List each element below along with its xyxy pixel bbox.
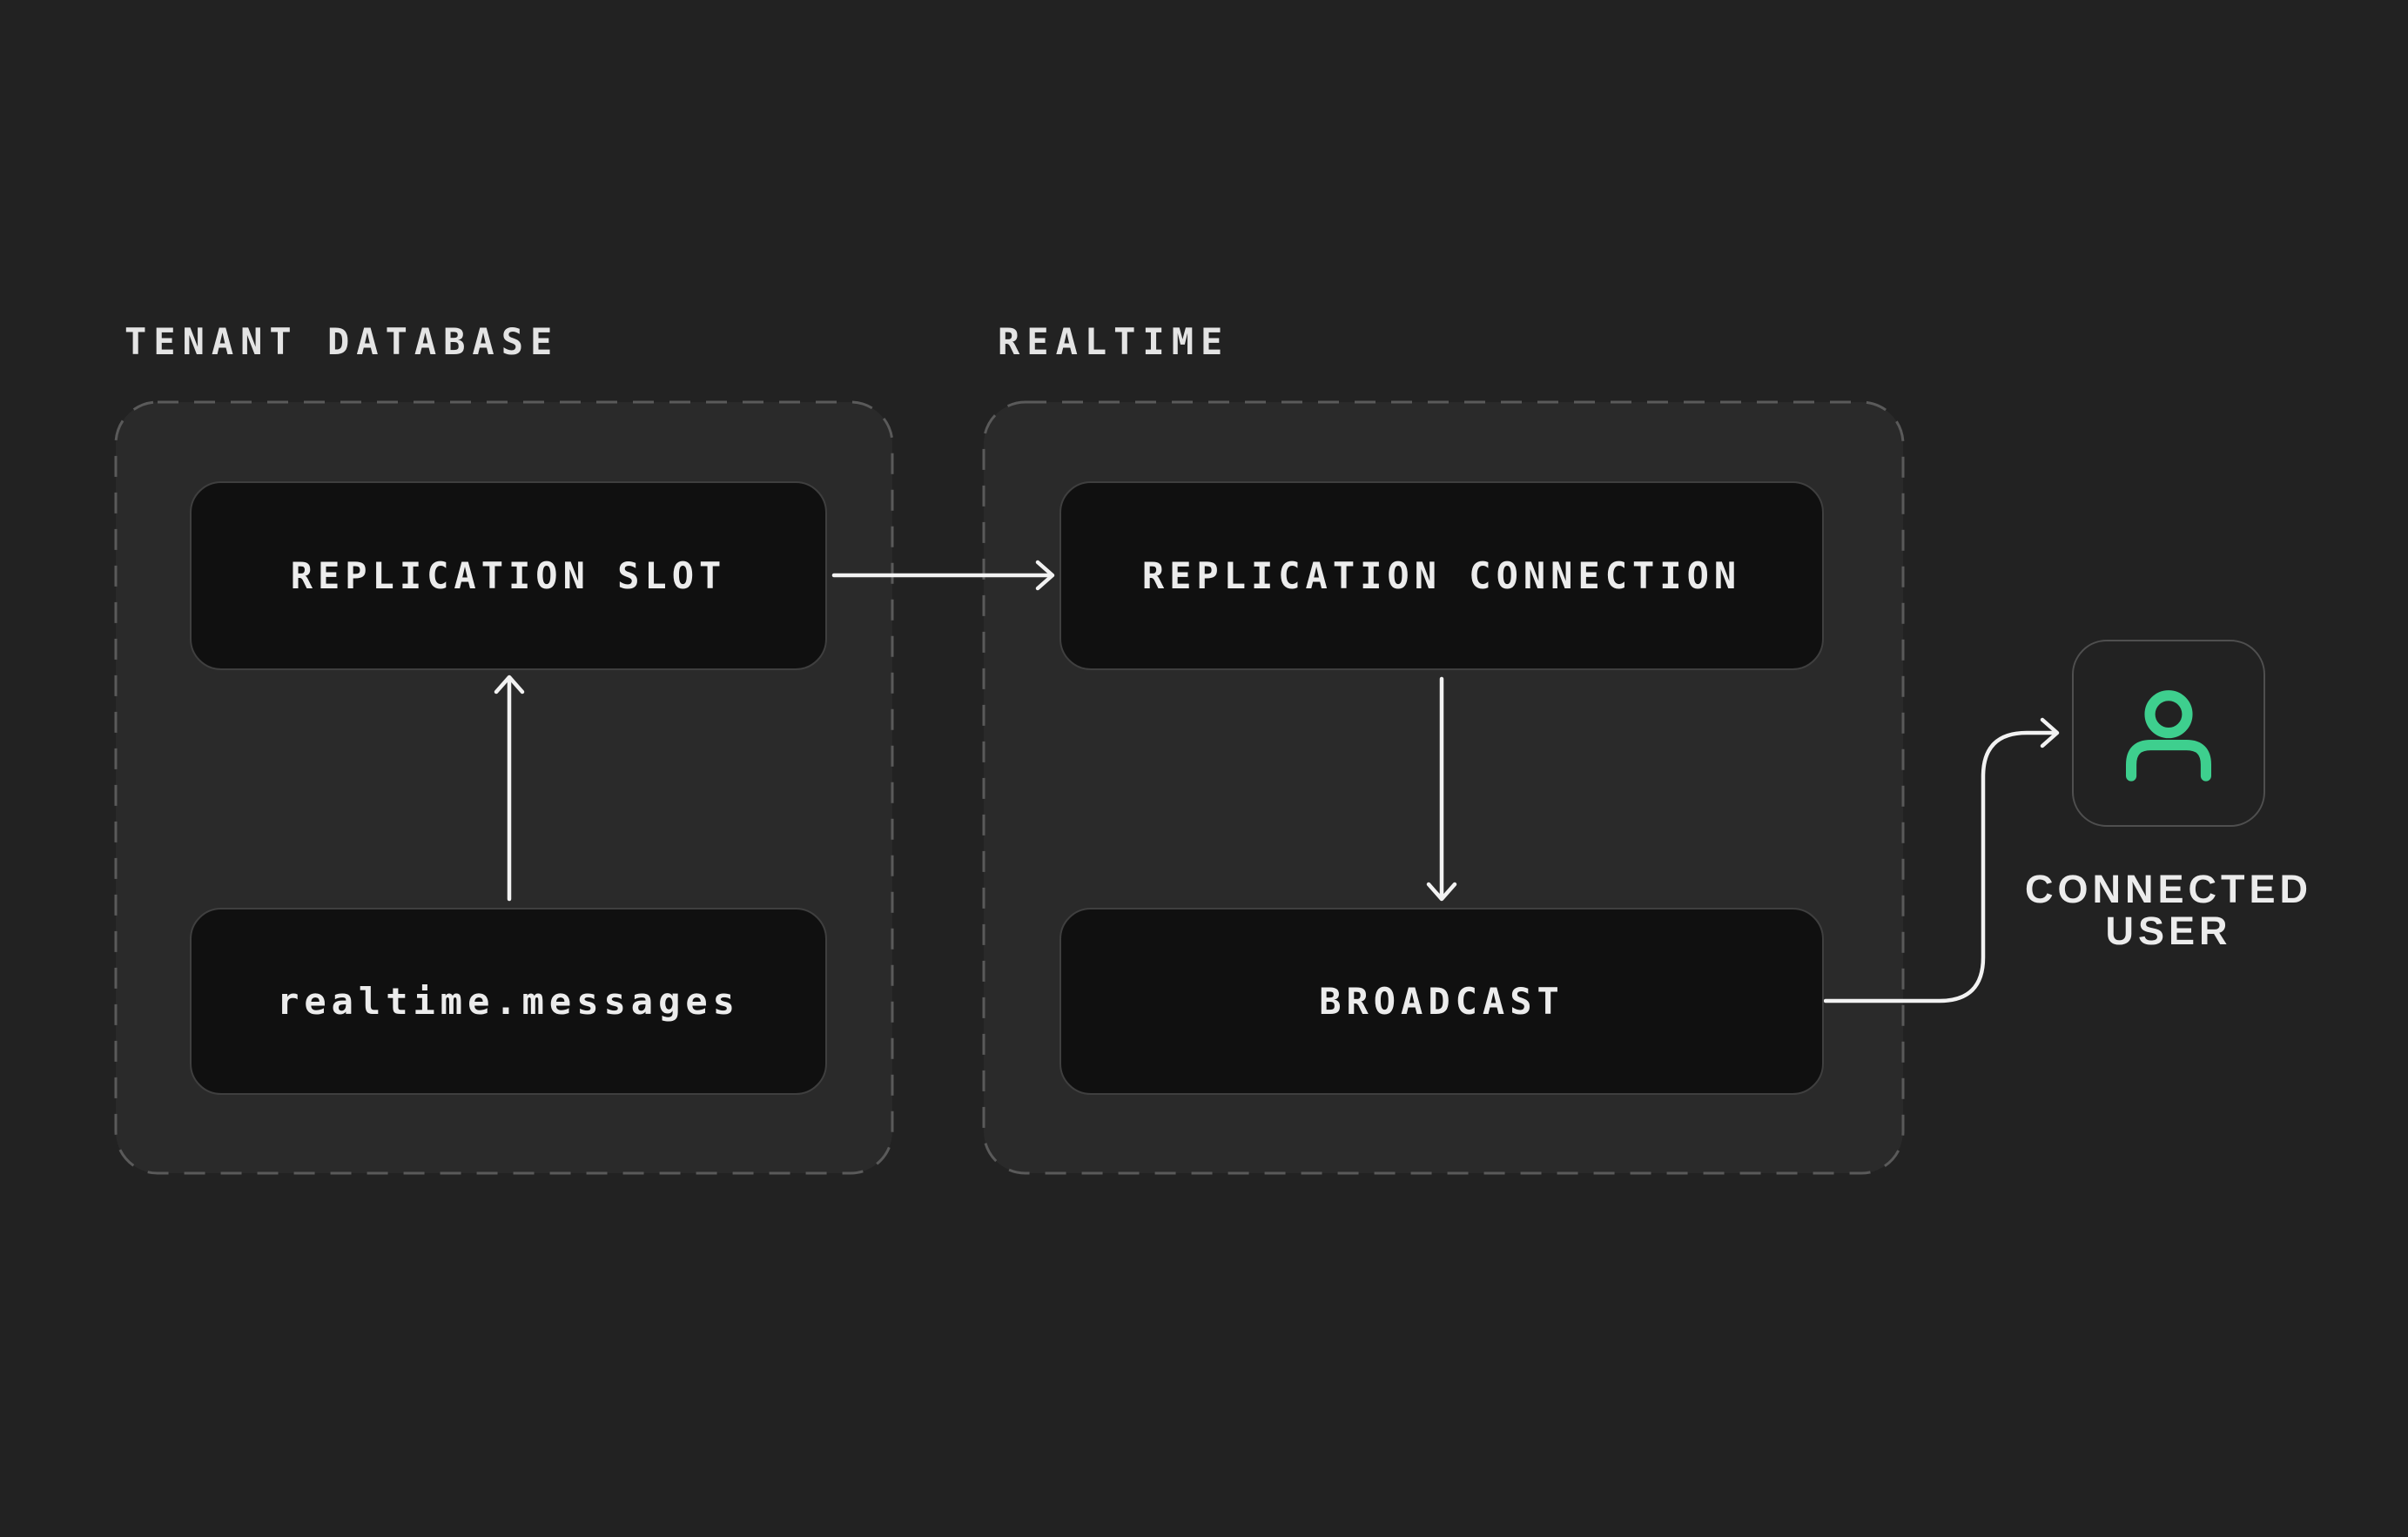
group-label-realtime: REALTIME	[998, 320, 1230, 363]
node-realtime-messages: realtime.messages	[190, 908, 827, 1095]
node-replication-slot: REPLICATION SLOT	[190, 481, 827, 670]
arrowhead-down-icon	[1426, 882, 1457, 902]
node-broadcast: BROADCAST	[1059, 908, 1824, 1095]
node-replication-slot-label: REPLICATION SLOT	[290, 554, 727, 597]
node-realtime-messages-label: realtime.messages	[277, 980, 740, 1023]
connected-user-label-line1: CONNECTED	[2024, 867, 2312, 911]
edge-broadcast-to-user	[1823, 730, 2055, 1003]
arrowhead-right-icon	[1035, 560, 1055, 591]
node-replication-connection-label: REPLICATION CONNECTION	[1141, 554, 1742, 597]
arrowhead-up-icon	[494, 675, 525, 695]
node-replication-connection: REPLICATION CONNECTION	[1059, 481, 1824, 670]
arrowhead-curved-icon	[2040, 717, 2060, 748]
group-label-tenant-database: TENANT DATABASE	[124, 320, 560, 363]
connected-user-label-line2: USER	[2105, 909, 2232, 953]
user-icon	[2126, 689, 2211, 782]
connected-user-label: CONNECTED USER	[1986, 869, 2351, 952]
connected-user-box	[2072, 640, 2265, 827]
node-broadcast-label: BROADCAST	[1319, 980, 1564, 1023]
